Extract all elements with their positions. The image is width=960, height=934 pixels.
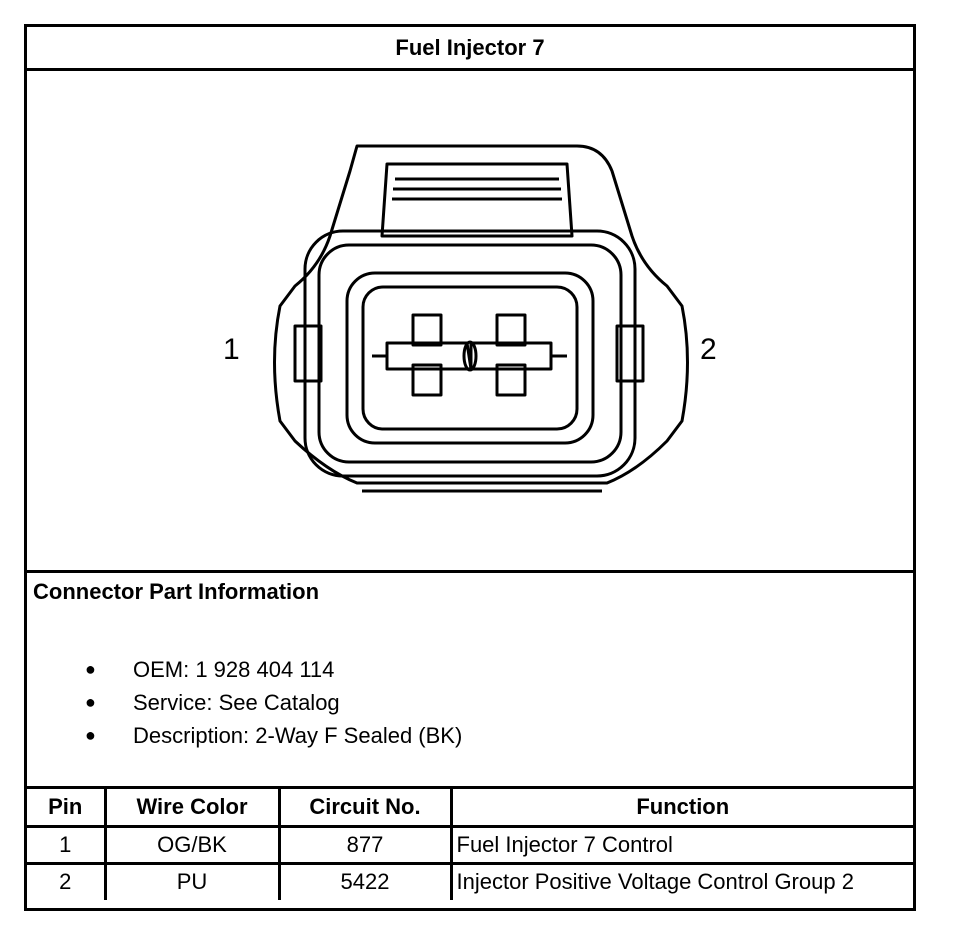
cell-function: Injector Positive Voltage Control Group …: [456, 869, 854, 895]
connector-info-description: Description: 2-Way F Sealed (BK): [133, 722, 463, 748]
table-row: 2 PU 5422 Injector Positive Voltage Cont…: [27, 863, 913, 900]
list-item: ● Service: See Catalog: [77, 686, 462, 719]
connector-info-service: Service: See Catalog: [133, 689, 340, 715]
terminal-2: [469, 341, 553, 371]
connector-part-info: Connector Part Information ● OEM: 1 928 …: [27, 573, 913, 789]
cell-wire-color: OG/BK: [105, 826, 281, 865]
connector-cavity: [345, 271, 595, 445]
list-item: ● OEM: 1 928 404 114: [77, 653, 462, 686]
table-header-row: Pin Wire Color Circuit No. Function: [27, 789, 913, 828]
header-circuit-no: Circuit No.: [279, 789, 453, 828]
bullet-icon: ●: [85, 659, 96, 679]
cell-pin: 2: [27, 863, 107, 900]
connector-sheet: Fuel Injector 7: [24, 24, 916, 911]
header-function: Function: [451, 789, 913, 828]
page-title: Fuel Injector 7: [27, 27, 913, 71]
connector-diagram: 1 2: [27, 71, 913, 573]
connector-latch: [380, 162, 574, 238]
connector-info-list: ● OEM: 1 928 404 114 ● Service: See Cata…: [77, 653, 462, 752]
terminal-guide-2-top: [495, 313, 527, 347]
terminal-guide-1-top: [411, 313, 443, 347]
connector-housing-outline: [273, 144, 689, 485]
bullet-icon: ●: [85, 725, 96, 745]
terminal-guide-1-bottom: [411, 363, 443, 397]
connector-drawing: [273, 144, 689, 493]
cell-function: Fuel Injector 7 Control: [451, 826, 913, 865]
pin-label-2: 2: [700, 333, 717, 366]
cell-pin: 1: [27, 826, 107, 865]
connector-info-heading: Connector Part Information: [33, 579, 320, 604]
connector-info-oem: OEM: 1 928 404 114: [133, 656, 335, 682]
cell-circuit-no: 5422: [279, 863, 453, 900]
connector-inner-shell: [303, 229, 637, 478]
connector-side-tab-right: [615, 324, 645, 383]
bullet-icon: ●: [85, 692, 96, 712]
cell-circuit-no: 877: [279, 826, 453, 865]
terminal-guide-2-bottom: [495, 363, 527, 397]
table-row: 1 OG/BK 877 Fuel Injector 7 Control: [27, 826, 913, 865]
header-pin: Pin: [27, 789, 107, 828]
header-wire-color: Wire Color: [105, 789, 281, 828]
connector-side-tab-left: [293, 324, 323, 383]
cell-wire-color: PU: [105, 863, 281, 900]
pin-table: Pin Wire Color Circuit No. Function 1 OG…: [27, 789, 913, 900]
pin-label-1: 1: [223, 333, 240, 366]
list-item: ● Description: 2-Way F Sealed (BK): [77, 719, 462, 752]
